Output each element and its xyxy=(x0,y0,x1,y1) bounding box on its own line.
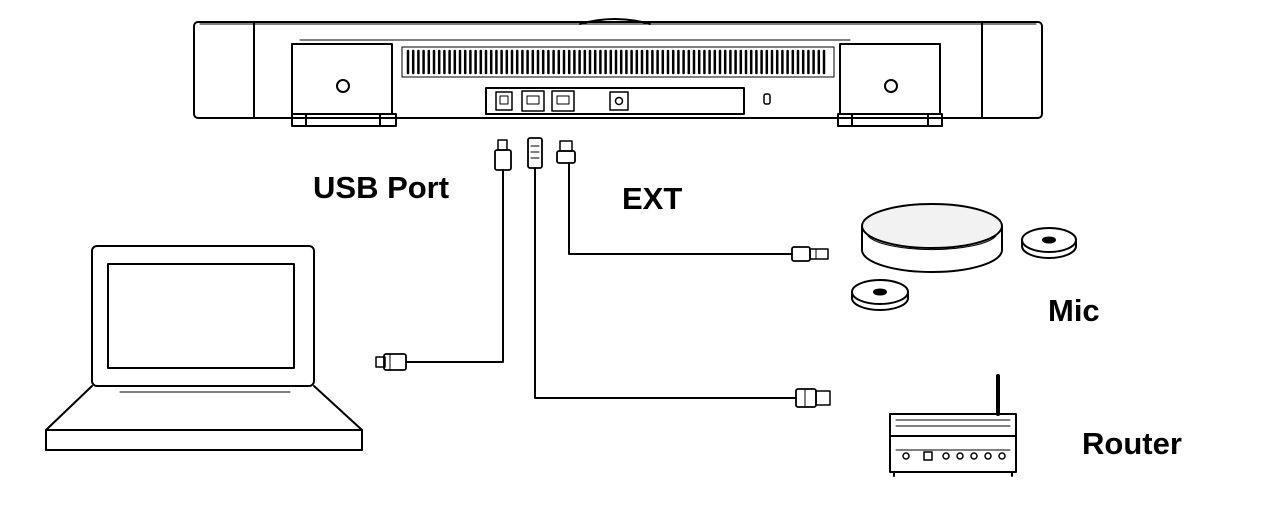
ethernet-cable xyxy=(527,137,831,408)
mic-pod-right xyxy=(1021,227,1077,259)
laptop xyxy=(45,245,363,451)
mic-label: Mic xyxy=(1048,293,1100,328)
ext-cable xyxy=(556,140,829,262)
usb-port-label: USB Port xyxy=(313,170,450,205)
port-panel xyxy=(485,87,745,115)
router-label: Router xyxy=(1082,426,1182,461)
right-mounting-bracket xyxy=(837,43,943,127)
router xyxy=(889,374,1017,477)
ext-label: EXT xyxy=(622,181,683,216)
mic-pod-left xyxy=(851,279,909,311)
kensington-lock-slot xyxy=(763,93,771,105)
video-bar xyxy=(193,18,1043,127)
mic-hub xyxy=(861,203,1003,273)
left-mounting-bracket xyxy=(291,43,397,127)
speaker-grille xyxy=(406,49,826,75)
usb-cable xyxy=(375,139,512,371)
